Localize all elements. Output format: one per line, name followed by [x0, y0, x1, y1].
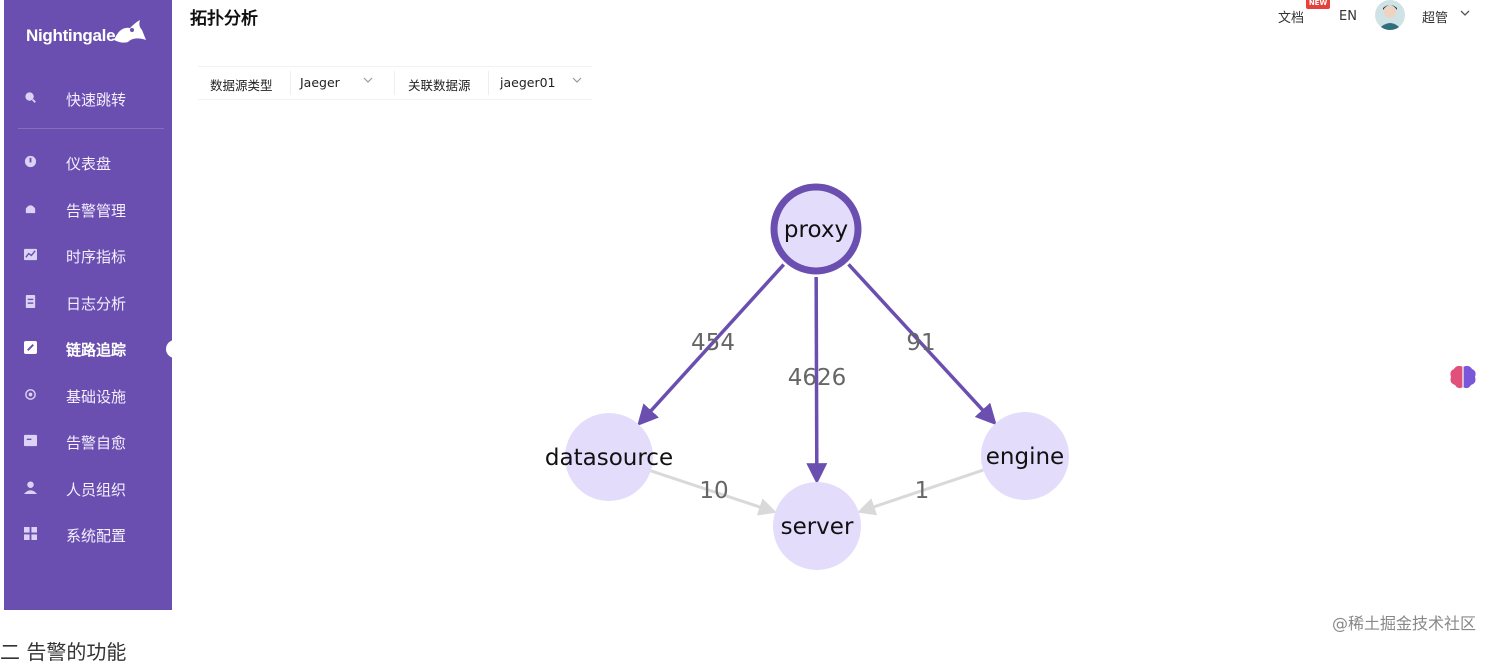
node-label: server: [781, 514, 854, 540]
bottom-caption: 二 告警的功能: [0, 640, 127, 664]
language-switch[interactable]: EN: [1339, 9, 1357, 24]
page-title: 拓扑分析: [190, 9, 258, 29]
dashboard-icon: [24, 155, 37, 168]
sidebar-item-label: 仪表盘: [66, 155, 112, 173]
node-circle[interactable]: [770, 183, 862, 275]
active-indicator: [166, 340, 178, 358]
edge-proxy-to-datasource[interactable]: [637, 263, 786, 427]
edge-count-label: 91: [906, 330, 935, 356]
user-icon: [24, 481, 37, 494]
search-icon: [25, 92, 36, 103]
log-icon: [25, 295, 36, 308]
sidebar: Nightingale 快速跳转 仪表盘 告警管理 时序指标 日志分析 链路追踪…: [4, 0, 178, 610]
datasource-type-chevron-down-icon[interactable]: [362, 74, 374, 86]
node-circle[interactable]: [773, 482, 861, 570]
filter-separator: [488, 71, 489, 95]
infrastructure-icon: [25, 389, 36, 400]
node-datasource[interactable]: datasource: [545, 413, 673, 501]
docs-link[interactable]: 文档: [1278, 11, 1305, 26]
user-name[interactable]: 超管: [1422, 11, 1449, 26]
node-server[interactable]: server: [773, 482, 861, 570]
sidebar-item-label: 告警管理: [66, 202, 127, 220]
nodes-layer: proxy datasource server engine: [545, 183, 1069, 570]
filter-bar: 数据源类型 Jaeger 关联数据源 jaeger01: [198, 66, 592, 100]
sidebar-divider: [18, 128, 164, 129]
sidebar-item-label: 快速跳转: [66, 91, 127, 109]
sidebar-item-dashboard[interactable]: 仪表盘: [4, 144, 172, 180]
node-proxy[interactable]: proxy: [770, 183, 862, 275]
node-engine[interactable]: engine: [981, 412, 1069, 500]
user-avatar-icon: [1378, 5, 1402, 30]
link-icon: [24, 341, 37, 354]
sidebar-item-label: 基础设施: [66, 388, 127, 406]
alarm-bell-icon: [25, 205, 36, 214]
edge-count-label: 10: [699, 478, 728, 504]
edge-proxy-to-engine[interactable]: [847, 263, 997, 426]
node-circle[interactable]: [981, 412, 1069, 500]
edge-engine-to-server[interactable]: [857, 468, 984, 516]
related-datasource-label: 关联数据源: [408, 78, 471, 93]
topology-graph[interactable]: proxy datasource server engine 454 4626 91 10 1: [0, 0, 1512, 650]
avatar[interactable]: [1375, 0, 1405, 30]
sidebar-item-alert-self-heal[interactable]: 告警自愈: [4, 423, 172, 459]
filter-separator: [290, 71, 291, 95]
new-badge: NEW: [1306, 0, 1330, 9]
grid-icon: [24, 527, 37, 540]
user-menu-chevron-down-icon[interactable]: [1460, 9, 1470, 17]
sidebar-item-label: 系统配置: [66, 527, 127, 545]
chart-icon: [24, 248, 37, 261]
node-label: engine: [986, 444, 1064, 470]
sidebar-item-people-org[interactable]: 人员组织: [4, 470, 172, 506]
ai-brain-icon[interactable]: [1449, 364, 1477, 390]
sidebar-item-infrastructure[interactable]: 基础设施: [4, 377, 172, 413]
sidebar-item-label: 告警自愈: [66, 434, 127, 452]
edge-proxy-to-server[interactable]: [806, 276, 828, 485]
edge-count-label: 4626: [788, 365, 847, 391]
sidebar-item-tracing[interactable]: 链路追踪: [4, 330, 178, 366]
node-label: datasource: [545, 445, 673, 471]
app-logo-text: Nightingale: [26, 26, 116, 45]
watermark: @稀土掘金技术社区: [1332, 614, 1477, 633]
nightingale-bird-icon: [114, 20, 146, 43]
edge-count-label: 454: [691, 330, 735, 356]
sidebar-item-quick-jump[interactable]: 快速跳转: [4, 80, 172, 116]
sidebar-item-time-series-metrics[interactable]: 时序指标: [4, 237, 172, 273]
edge-count-label: 1: [915, 478, 930, 504]
sidebar-item-label: 时序指标: [66, 248, 127, 266]
datasource-type-label: 数据源类型: [210, 78, 273, 93]
edge-datasource-to-server[interactable]: [650, 469, 777, 516]
related-datasource-chevron-down-icon[interactable]: [571, 74, 583, 86]
sidebar-item-alert-management[interactable]: 告警管理: [4, 191, 172, 227]
node-label: proxy: [784, 217, 848, 243]
filter-separator: [394, 71, 395, 95]
node-circle[interactable]: [565, 413, 653, 501]
sidebar-item-system-config[interactable]: 系统配置: [4, 516, 172, 552]
sidebar-item-label: 日志分析: [66, 295, 127, 313]
edge-labels-layer: 454 4626 91 10 1: [691, 330, 936, 504]
self-heal-icon: [24, 434, 37, 447]
sidebar-item-label: 人员组织: [66, 481, 127, 499]
datasource-type-select[interactable]: Jaeger: [300, 75, 340, 90]
sidebar-item-label: 链路追踪: [66, 341, 127, 359]
edges-layer: [637, 263, 997, 516]
sidebar-item-log-analysis[interactable]: 日志分析: [4, 284, 172, 320]
related-datasource-select[interactable]: jaeger01: [500, 75, 556, 90]
